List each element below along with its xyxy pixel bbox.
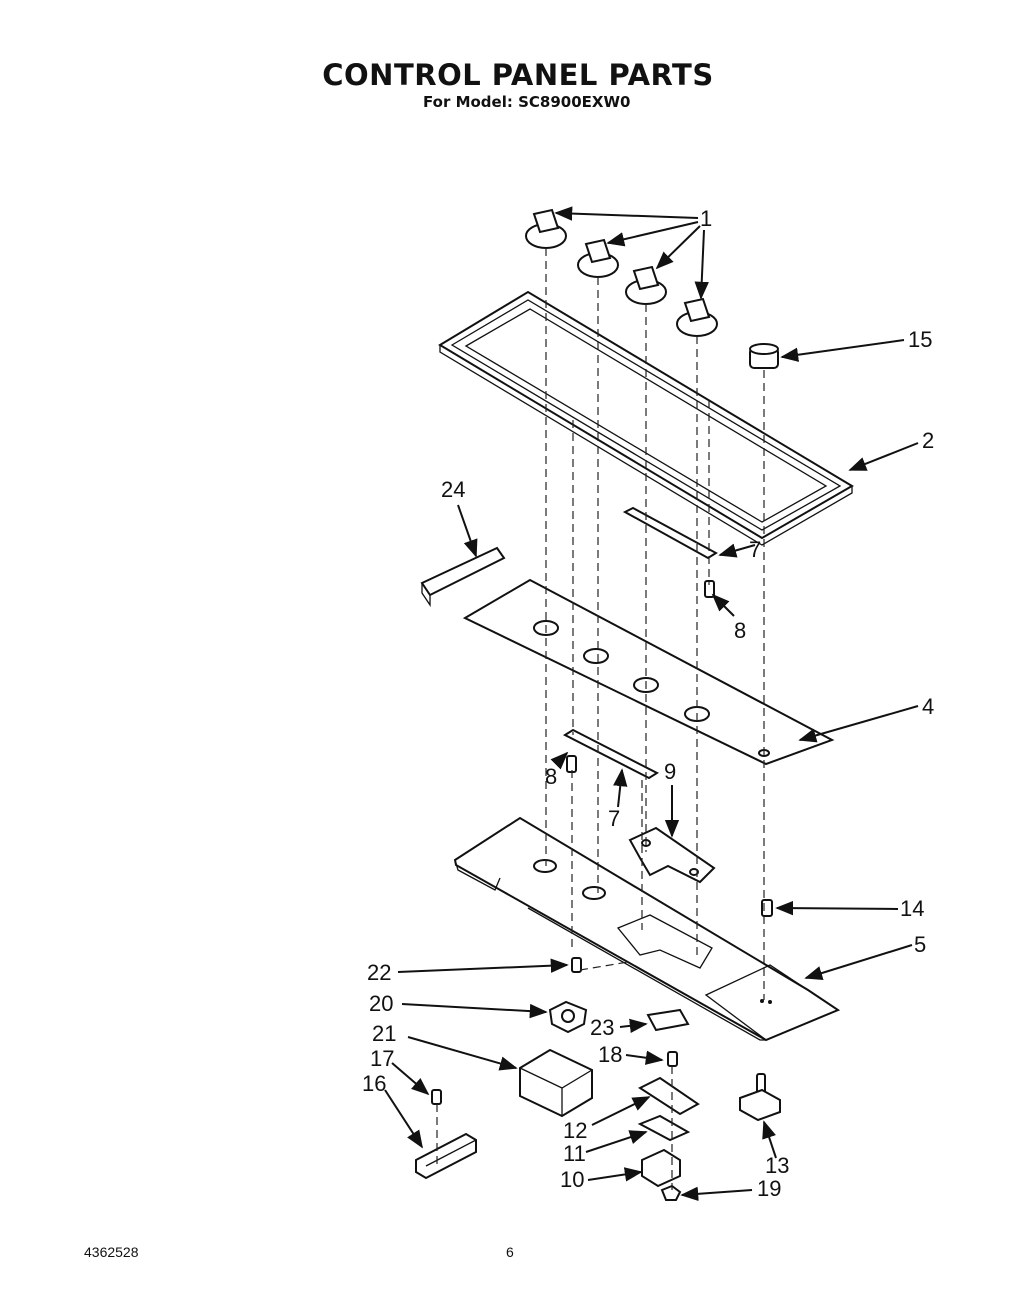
callout-8-upper: 8 — [734, 618, 746, 643]
callout-7-lower: 7 — [608, 806, 620, 831]
bezel-frame-part-2 — [438, 290, 854, 546]
callout-24: 24 — [441, 477, 465, 502]
assembly-guide-lines — [436, 248, 765, 1190]
knob-part-1d — [676, 297, 718, 337]
leader-lines — [384, 206, 919, 1202]
panel-plate-part-4 — [462, 578, 835, 766]
nut-part-19 — [660, 1184, 682, 1201]
switch-body-part-10 — [641, 1148, 681, 1188]
knob-part-1c — [625, 265, 667, 305]
screw-part-8-upper — [704, 580, 715, 598]
plate-part-11 — [637, 1114, 691, 1142]
screw-part-17 — [431, 1089, 442, 1105]
knob-part-1a — [525, 208, 567, 249]
callout-1: 1 — [700, 206, 712, 231]
callout-13: 13 — [765, 1153, 789, 1178]
callout-7-upper: 7 — [749, 537, 761, 562]
callout-23: 23 — [590, 1015, 614, 1040]
bracket-part-7-upper — [622, 506, 718, 560]
callout-11: 11 — [563, 1141, 586, 1166]
callout-21: 21 — [372, 1021, 396, 1046]
callout-12: 12 — [563, 1118, 587, 1143]
screw-part-18 — [667, 1051, 678, 1067]
base-frame-part-5 — [453, 816, 841, 1042]
callout-5: 5 — [914, 932, 926, 957]
callout-labels: 1 15 2 24 7 8 4 8 7 9 14 5 22 20 23 21 1… — [362, 206, 934, 1201]
callout-19: 19 — [757, 1176, 781, 1201]
knob-part-15 — [749, 343, 779, 369]
bracket-part-7-lower — [562, 728, 660, 780]
model-subtitle: For Model: SC8900EXW0 — [423, 93, 631, 111]
terminal-block-part-16 — [415, 1132, 477, 1180]
callout-10: 10 — [560, 1167, 584, 1192]
page-title: CONTROL PANEL PARTS — [322, 58, 714, 92]
screw-part-8-lower — [566, 755, 577, 773]
pad-part-23 — [646, 1008, 690, 1032]
relay-box-part-21 — [519, 1048, 593, 1118]
nut-part-20 — [548, 1000, 588, 1034]
callout-17: 17 — [370, 1046, 394, 1071]
callout-8-lower: 8 — [545, 764, 557, 789]
callout-20: 20 — [369, 991, 393, 1016]
switch-part-13 — [739, 1073, 781, 1122]
callout-15: 15 — [908, 327, 932, 352]
angle-strip-part-24 — [420, 546, 506, 608]
screw-part-22 — [571, 957, 582, 973]
callout-4: 4 — [922, 694, 934, 719]
knob-part-1b — [577, 238, 619, 278]
document-number: 4362528 — [84, 1244, 139, 1260]
callout-16: 16 — [362, 1071, 386, 1096]
page-number: 6 — [506, 1244, 514, 1260]
callout-2: 2 — [922, 428, 934, 453]
callout-18: 18 — [598, 1042, 622, 1067]
callout-14: 14 — [900, 896, 924, 921]
bracket-part-12 — [637, 1076, 700, 1116]
callout-9: 9 — [664, 759, 676, 784]
callout-22: 22 — [367, 960, 391, 985]
